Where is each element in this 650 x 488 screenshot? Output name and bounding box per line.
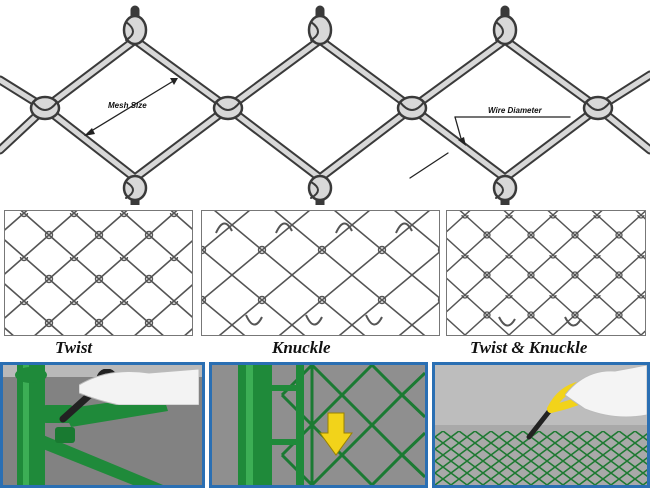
tightening-fence-fitting-photo xyxy=(0,362,205,488)
twist-edge-mesh xyxy=(5,211,192,335)
twist-edge-panel xyxy=(4,210,193,336)
down-arrow-icon xyxy=(319,412,353,456)
sliding-mesh-onto-post-photo xyxy=(209,362,428,488)
cutting-mesh-wire-photo xyxy=(432,362,650,488)
twist-caption: Twist xyxy=(55,338,93,357)
twist-knuckle-caption: Twist & Knuckle xyxy=(470,338,588,357)
twist-knuckle-edge-mesh xyxy=(447,211,645,335)
knuckle-edge-mesh xyxy=(202,211,439,335)
mesh-size-diagram xyxy=(0,5,650,205)
wire-diameter-label: Wire Diameter xyxy=(488,106,542,115)
gloved-hand-icon xyxy=(79,368,199,405)
twist-knuckle-edge-panel xyxy=(446,210,646,336)
mesh-size-label: Mesh Size xyxy=(108,101,147,110)
knuckle-edge-panel xyxy=(201,210,440,336)
gloved-hand-icon xyxy=(565,365,647,418)
knuckle-caption: Knuckle xyxy=(272,338,331,357)
